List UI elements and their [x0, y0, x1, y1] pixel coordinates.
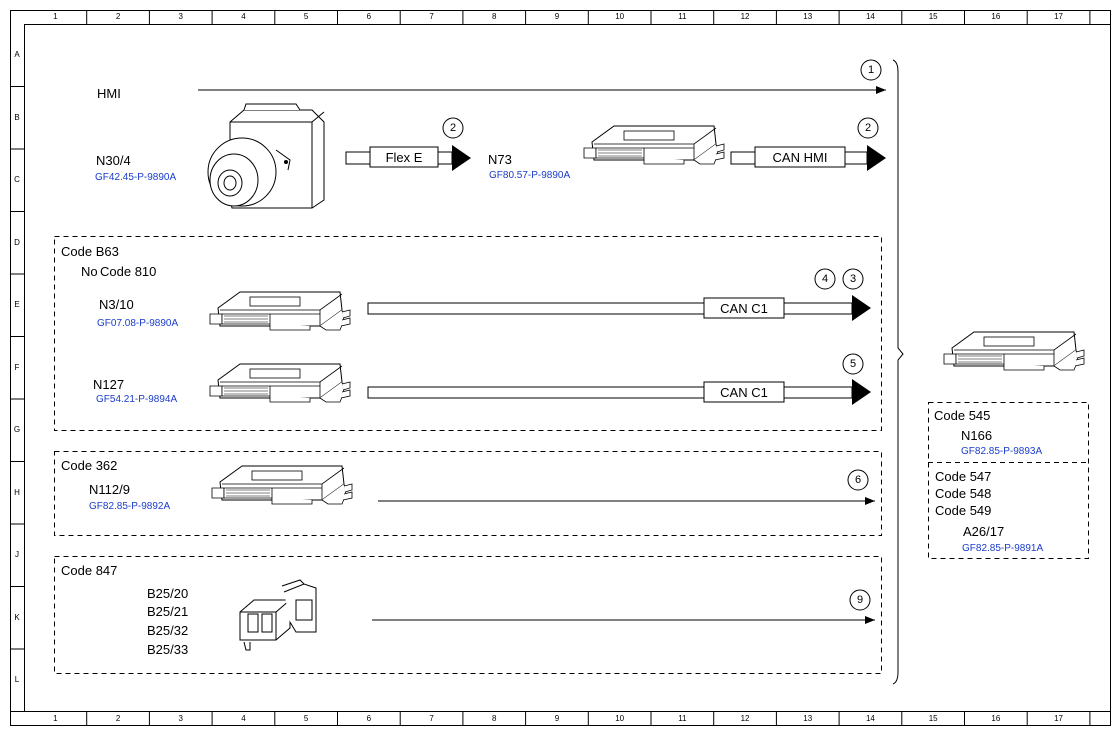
grid-column-label: 15	[928, 12, 938, 21]
a26-17-label: A26/17	[963, 524, 1005, 539]
marker-5: 5	[849, 358, 857, 370]
marker-4: 4	[821, 273, 829, 285]
grid-row-label: K	[14, 612, 20, 622]
grid-row-label: J	[15, 550, 19, 560]
n112-9-ref-link[interactable]: GF82.85-P-9892A	[89, 501, 171, 512]
grid-column-label: 4	[241, 714, 246, 723]
n30-4-ref-link[interactable]: GF42.45-P-9890A	[95, 172, 177, 183]
grid-column-label: 7	[429, 714, 434, 723]
marker-9: 9	[856, 594, 864, 606]
n73-ref-link[interactable]: GF80.57-P-9890A	[489, 170, 571, 181]
n127-label: N127	[93, 377, 125, 392]
grid-column-label: 2	[115, 714, 121, 723]
n30-4-unit-image	[207, 103, 325, 209]
hmi-label: HMI	[97, 86, 121, 101]
grid-column-label: 9	[554, 714, 560, 723]
n166-ecu-image	[943, 331, 1085, 371]
grid-column-label: 1	[53, 714, 58, 723]
can-c1-label-1: CAN C1	[720, 301, 768, 316]
grid-column-label: 13	[803, 12, 813, 21]
grid-column-label: 5	[303, 12, 309, 21]
grid-column-label: 5	[303, 714, 309, 723]
marker-2a: 2	[449, 122, 457, 134]
grid-row-label: E	[14, 300, 20, 310]
grid-column-label: 7	[429, 12, 434, 21]
n127-ecu-image	[209, 363, 351, 403]
code-362-label: Code 362	[61, 458, 118, 473]
grid-row-label: G	[13, 425, 21, 435]
grid-column-label: 8	[492, 714, 497, 723]
grid-row-label: A	[14, 50, 20, 60]
no-label: No	[81, 264, 98, 279]
grid-column-label: 11	[678, 12, 687, 21]
grid-column-label: 12	[740, 714, 750, 723]
n112-9-ecu-image	[211, 465, 353, 505]
grid-column-label: 14	[865, 714, 875, 723]
marker-6: 6	[854, 474, 862, 486]
grid-column-label: 11	[678, 714, 687, 723]
b25-32-label: B25/32	[147, 623, 189, 638]
code-545-label: Code 545	[934, 408, 991, 423]
grid-column-label: 10	[615, 12, 625, 21]
n3-10-label: N3/10	[99, 297, 134, 312]
grid-column-label: 16	[991, 12, 1001, 21]
n3-10-ecu-image	[209, 291, 351, 331]
grid-column-label: 16	[991, 714, 1001, 723]
marker-1: 1	[867, 64, 875, 76]
grid-column-label: 9	[554, 12, 560, 21]
grid-column-label: 8	[492, 12, 497, 21]
n127-ref-link[interactable]: GF54.21-P-9894A	[96, 394, 178, 405]
n166-label: N166	[961, 428, 993, 443]
b25-33-label: B25/33	[147, 642, 189, 657]
marker-2b: 2	[864, 122, 872, 134]
code-548-label: Code 548	[935, 486, 992, 501]
grid-column-label: 3	[178, 12, 183, 21]
b25-sensor-image	[239, 579, 317, 651]
can-c1-label-2: CAN C1	[720, 385, 768, 400]
grid-row-label: F	[14, 362, 20, 372]
grid-column-label: 6	[366, 12, 372, 21]
grid-column-label: 3	[178, 714, 183, 723]
grid-column-label: 2	[115, 12, 121, 21]
grid-column-label: 10	[615, 714, 625, 723]
code-b63-label: Code B63	[61, 244, 119, 259]
n112-9-label: N112/9	[89, 482, 130, 497]
b25-20-label: B25/20	[147, 586, 189, 601]
grid-column-label: 17	[1054, 714, 1063, 723]
n73-ecu-image	[583, 125, 725, 165]
grid-row-label: C	[14, 175, 20, 185]
grid-column-label: 1	[53, 12, 58, 21]
grid-column-label: 14	[865, 12, 875, 21]
n166-ref-link[interactable]: GF82.85-P-9893A	[961, 446, 1043, 457]
grid-row-label: H	[14, 487, 20, 497]
flex-e-label: Flex E	[385, 150, 423, 165]
n3-10-ref-link[interactable]: GF07.08-P-9890A	[97, 318, 179, 329]
n30-4-label: N30/4	[96, 153, 131, 168]
grid-column-label: 13	[803, 714, 813, 723]
grid-row-label: D	[14, 237, 20, 247]
n73-label: N73	[488, 152, 512, 167]
grid-row-label: L	[14, 675, 20, 685]
code-547-label: Code 547	[935, 469, 992, 484]
grid-column-label: 17	[1054, 12, 1063, 21]
marker-3: 3	[849, 273, 857, 285]
grid-column-label: 4	[241, 12, 246, 21]
b25-21-label: B25/21	[147, 604, 189, 619]
code-549-label: Code 549	[935, 503, 992, 518]
can-hmi-label: CAN HMI	[772, 150, 828, 165]
code-810-label: Code 810	[100, 264, 157, 279]
code-847-label: Code 847	[61, 563, 118, 578]
a26-17-ref-link[interactable]: GF82.85-P-9891A	[962, 543, 1044, 554]
grid-column-label: 6	[366, 714, 372, 723]
grid-column-label: 12	[740, 12, 750, 21]
grid-row-label: B	[14, 112, 20, 122]
grid-column-label: 15	[928, 714, 938, 723]
